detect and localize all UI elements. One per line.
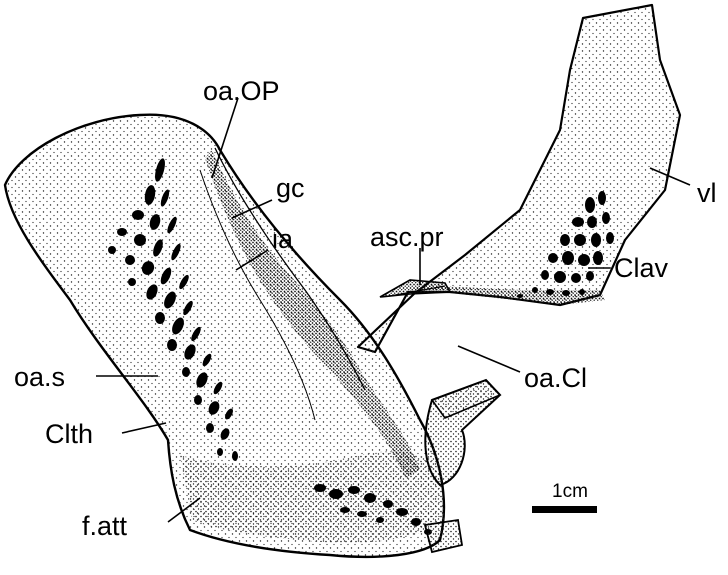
- label-asc-pr: asc.pr: [370, 222, 444, 252]
- clavicle-bone: [358, 5, 680, 352]
- label-oa-s: oa.s: [14, 362, 65, 392]
- cleithrum-bone: [5, 115, 500, 557]
- label-clth: Clth: [45, 419, 93, 449]
- label-clav: Clav: [614, 253, 669, 283]
- label-vl: vl: [697, 178, 717, 208]
- ascending-process: [380, 280, 450, 297]
- label-ia: ia: [272, 224, 294, 254]
- leader-oa-cl: [458, 346, 520, 372]
- label-gc: gc: [276, 173, 305, 203]
- scale-bar-line: [532, 506, 597, 513]
- scale-bar: 1cm: [532, 481, 597, 513]
- cleithrum-tip: [425, 520, 462, 552]
- scale-bar-label: 1cm: [552, 481, 588, 502]
- label-oa-op: oa.OP: [203, 76, 280, 106]
- label-oa-cl: oa.Cl: [524, 363, 587, 393]
- label-f-att: f.att: [82, 511, 128, 541]
